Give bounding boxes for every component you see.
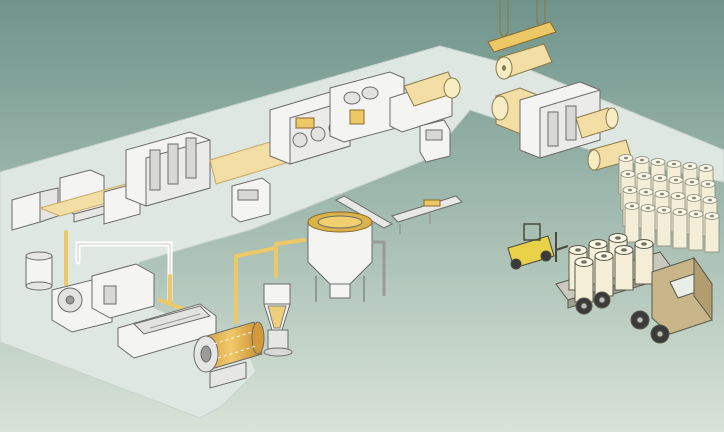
cyclone-separator (263, 283, 293, 357)
stored-roll (672, 208, 688, 249)
piping (64, 230, 306, 324)
stored-roll (704, 212, 720, 253)
stored-roll (656, 206, 672, 247)
stored-roll (594, 251, 614, 297)
stored-roll (634, 239, 654, 285)
pulper-tank (307, 211, 386, 302)
drum-icon (193, 321, 265, 373)
tank-icon (307, 211, 373, 302)
stored-roll (624, 202, 640, 243)
forklift (507, 223, 569, 270)
crane-hoist (487, 0, 557, 80)
stored-roll (574, 257, 594, 303)
roll-storage (618, 154, 720, 253)
truck-icon (555, 233, 713, 344)
paper-machine-line (11, 71, 461, 231)
stored-roll (688, 210, 704, 251)
control-panel-icon (419, 119, 451, 163)
stored-roll (640, 204, 656, 245)
roll-icon (495, 43, 553, 80)
delivery-truck (555, 233, 713, 344)
winder-and-rewinder (491, 81, 633, 171)
barrel (25, 251, 53, 291)
forklift-icon (507, 223, 569, 270)
stored-roll (614, 245, 634, 291)
cyclone-icon (263, 283, 293, 357)
rotary-drum (193, 321, 265, 389)
refiner-and-pumps (51, 263, 217, 359)
